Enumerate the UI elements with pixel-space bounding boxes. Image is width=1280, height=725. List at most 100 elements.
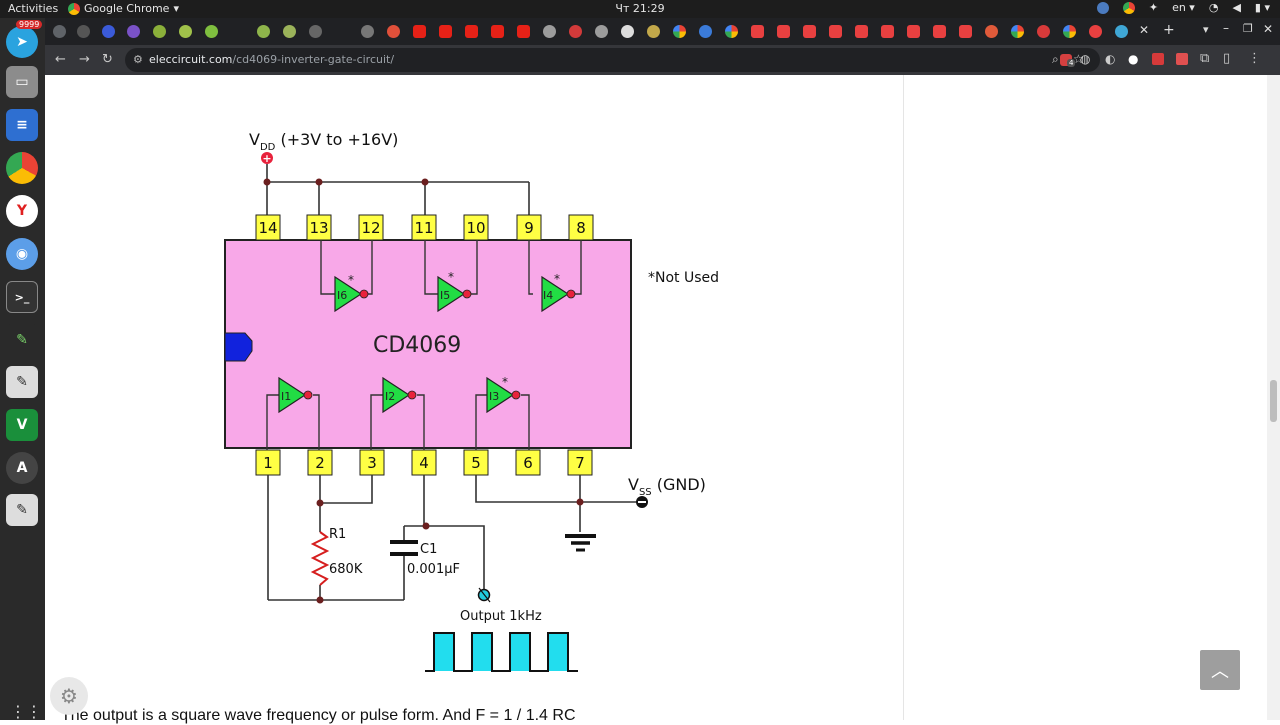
settings-gear-icon[interactable]: ⚙ [50,677,88,715]
bottom-inverter-wires [266,394,530,450]
menu-kebab-icon[interactable]: ⋮ [1248,51,1261,66]
favicon-icon[interactable] [985,25,998,38]
favicon-icon[interactable] [647,25,660,38]
page-scrollbar[interactable] [1267,75,1280,720]
favicon-icon[interactable] [179,25,192,38]
c1-name: C1 [420,542,437,557]
google-icon[interactable] [673,25,686,38]
favicon-icon[interactable] [777,25,790,38]
google-icon[interactable] [1063,25,1076,38]
favicon-icon[interactable] [959,25,972,38]
pin-3: 3 [359,449,385,476]
favicon-icon[interactable] [595,25,608,38]
notes-icon[interactable]: ✎ [6,494,38,526]
terminal-icon[interactable]: >_ [6,281,38,313]
vim-icon[interactable]: V [6,409,38,441]
favicon-icon[interactable] [569,25,582,38]
favicon-icon[interactable] [855,25,868,38]
address-bar[interactable]: ⚙ eleccircuit.com/cd4069-inverter-gate-c… [125,48,1100,72]
favicon-icon[interactable] [205,25,218,38]
favicon-icon[interactable] [257,25,270,38]
forward-icon[interactable]: → [79,52,90,67]
document-icon[interactable]: ≡ [6,109,38,141]
zoom-icon[interactable]: ⌕ [1052,52,1059,66]
youtube-icon[interactable] [517,25,530,38]
red-extension-icon[interactable] [1176,53,1188,65]
favicon-icon[interactable] [881,25,894,38]
close-tab-icon[interactable]: ✕ [1139,23,1150,37]
shield-extension-icon[interactable] [1152,53,1164,65]
youtube-icon[interactable] [491,25,504,38]
vdd-main: V [249,130,260,149]
bookmark-star-icon[interactable]: ☆ [1073,52,1084,66]
tray-app-icon[interactable] [1096,1,1109,14]
yandex-browser-icon[interactable]: Y [6,195,38,227]
favicon-icon[interactable] [309,25,322,38]
new-tab-icon[interactable]: + [1163,22,1175,38]
resistor-r1 [310,531,330,586]
activities-button[interactable]: Activities [8,2,59,15]
google-icon[interactable] [1011,25,1024,38]
favicon-icon[interactable] [102,25,115,38]
google-icon[interactable] [725,25,738,38]
sidepanel-icon[interactable]: ▯ [1223,51,1231,66]
favicon-icon[interactable] [153,25,166,38]
minimize-icon[interactable]: – [1223,21,1229,35]
chromium-icon[interactable]: ◉ [6,238,38,270]
favicon-icon[interactable] [1037,25,1050,38]
tray-chrome-icon[interactable] [1122,1,1135,14]
scrollbar-thumb[interactable] [1270,380,1277,422]
favicon-icon[interactable] [127,25,140,38]
tab-menu-icon[interactable]: ▾ [1203,23,1209,36]
maximize-icon[interactable]: ❐ [1243,22,1253,35]
top-pins: 14 13 12 11 10 9 8 [255,214,594,241]
files-icon[interactable]: ▭ [6,66,38,98]
clock[interactable]: Чт 21:29 [615,2,665,15]
reload-icon[interactable]: ↻ [102,52,113,67]
favicon-icon[interactable] [803,25,816,38]
volume-icon[interactable]: ◀ [1232,1,1241,14]
inkscape-icon[interactable]: A [6,452,38,484]
active-tab-icon[interactable] [1115,25,1128,38]
chrome-dock-icon[interactable] [6,152,38,184]
favicon-icon[interactable] [751,25,764,38]
extensions-puzzle-icon[interactable]: ⧉ [1200,51,1210,66]
tray-settings-icon[interactable]: ✦ [1148,1,1159,14]
back-to-top-button[interactable]: ︿ [1200,650,1240,690]
favicon-icon[interactable] [933,25,946,38]
globe-extension-icon[interactable]: ◍ [1080,52,1091,66]
favicon-icon[interactable] [283,25,296,38]
app-menu[interactable]: Google Chrome ▾ [68,2,179,15]
close-window-icon[interactable]: ✕ [1263,22,1274,36]
back-icon[interactable]: ← [55,52,66,67]
favicon-icon[interactable] [361,25,374,38]
bottom-pins: 1 2 3 4 5 6 7 [255,449,593,476]
favicon-icon[interactable] [829,25,842,38]
youtube-icon[interactable] [413,25,426,38]
favicon-icon[interactable] [907,25,920,38]
info-extension-icon[interactable]: ● [1128,52,1139,66]
text-editor-icon[interactable]: ✎ [6,366,38,398]
favicon-icon[interactable] [699,25,712,38]
svg-text:5: 5 [471,454,481,472]
vpn-extension-icon[interactable]: ◐ [1105,52,1116,66]
favicon-icon[interactable] [543,25,556,38]
svg-text:*: * [502,375,508,389]
youtube-icon[interactable] [465,25,478,38]
battery-icon[interactable]: ▮ ▾ [1254,1,1270,14]
site-info-icon[interactable]: ⚙ [133,53,143,66]
favicon-icon[interactable] [621,25,634,38]
telegram-icon[interactable]: ➤ [6,26,38,58]
favicon-icon[interactable] [387,25,400,38]
system-tray: ✦ en ▾ ◔ ◀ ▮ ▾ [1096,1,1270,14]
pen-icon[interactable]: ✎ [6,324,38,356]
wifi-icon[interactable]: ◔ [1208,1,1219,14]
tab-search-icon[interactable] [53,25,66,38]
svg-text:+: + [262,152,271,165]
youtube-icon[interactable] [439,25,452,38]
favicon-icon[interactable] [77,25,90,38]
language-indicator[interactable]: en ▾ [1172,1,1195,14]
url-text[interactable]: eleccircuit.com/cd4069-inverter-gate-cir… [149,53,394,66]
favicon-icon[interactable] [1089,25,1102,38]
chrome-icon [68,2,80,15]
